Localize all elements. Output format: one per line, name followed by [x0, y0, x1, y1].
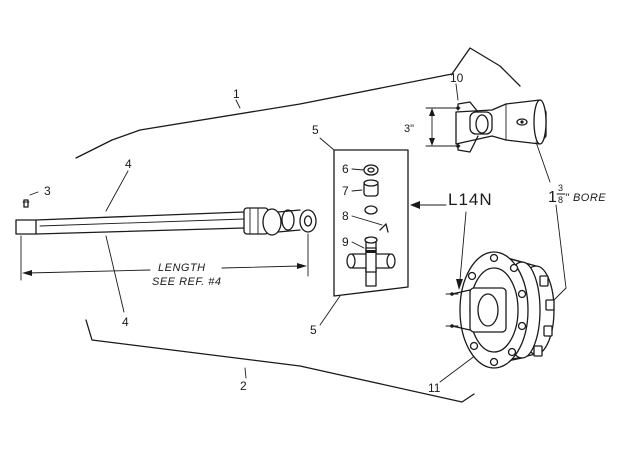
callout-4-lower: 4 — [122, 315, 129, 329]
snap-ring-part-8 — [379, 223, 389, 233]
callout-10: 10 — [450, 71, 464, 85]
leader-2 — [244, 367, 247, 379]
bore-whole: 1 — [548, 189, 557, 206]
callout-9: 9 — [342, 235, 349, 249]
leader-6 — [351, 168, 365, 171]
leader-5a — [319, 137, 335, 151]
callout-3: 3 — [44, 184, 51, 198]
length-reference: SEE REF. #4 — [152, 276, 222, 288]
shaft-tube-part-4 — [15, 211, 245, 235]
leader-5b — [319, 295, 341, 326]
kit-to-flange-arrows — [456, 211, 467, 290]
flange-yoke-part-11 — [445, 251, 555, 369]
length-label: LENGTH — [158, 262, 206, 274]
bore-leaders — [535, 141, 567, 301]
yoke-part-10 — [455, 99, 547, 153]
kit-pointer-arrow — [410, 201, 447, 209]
kit-code-label: L14N — [448, 190, 493, 209]
leader-7 — [351, 189, 363, 192]
callout-2: 2 — [240, 379, 247, 393]
leader-8 — [351, 215, 383, 226]
leader-4b — [105, 235, 125, 313]
bearing-cup-part-7 — [363, 179, 379, 215]
set-screw-part-3 — [22, 199, 30, 208]
bore-text: " BORE — [565, 192, 606, 204]
callout-7: 7 — [342, 184, 349, 198]
callout-5-upper: 5 — [312, 123, 319, 137]
cross-bearing-part-9 — [346, 236, 396, 287]
leader-1 — [235, 99, 241, 109]
dimension-3-label: 3" — [404, 123, 414, 135]
callout-6: 6 — [342, 162, 349, 176]
seal-part-6 — [363, 164, 379, 176]
leader-10 — [455, 83, 459, 101]
callout-1: 1 — [233, 87, 240, 101]
repair-kit-frame — [333, 149, 409, 297]
bore-numerator: 3 — [558, 183, 563, 193]
callout-5-lower: 5 — [310, 323, 317, 337]
shaft-yoke-assembly — [243, 207, 317, 236]
bore-denominator: 8 — [558, 195, 563, 205]
callout-8: 8 — [342, 209, 349, 223]
length-dimension — [20, 233, 309, 281]
bore-label: 1 3 8 " BORE — [548, 183, 606, 206]
leader-9 — [351, 241, 365, 249]
group-outline-2 — [85, 319, 475, 403]
callout-11: 11 — [428, 381, 441, 395]
group-outline-1 — [75, 47, 521, 159]
leader-4a — [105, 170, 129, 212]
dimension-3-inch — [425, 107, 461, 147]
callout-4-upper: 4 — [125, 157, 132, 171]
leader-3 — [29, 191, 39, 196]
